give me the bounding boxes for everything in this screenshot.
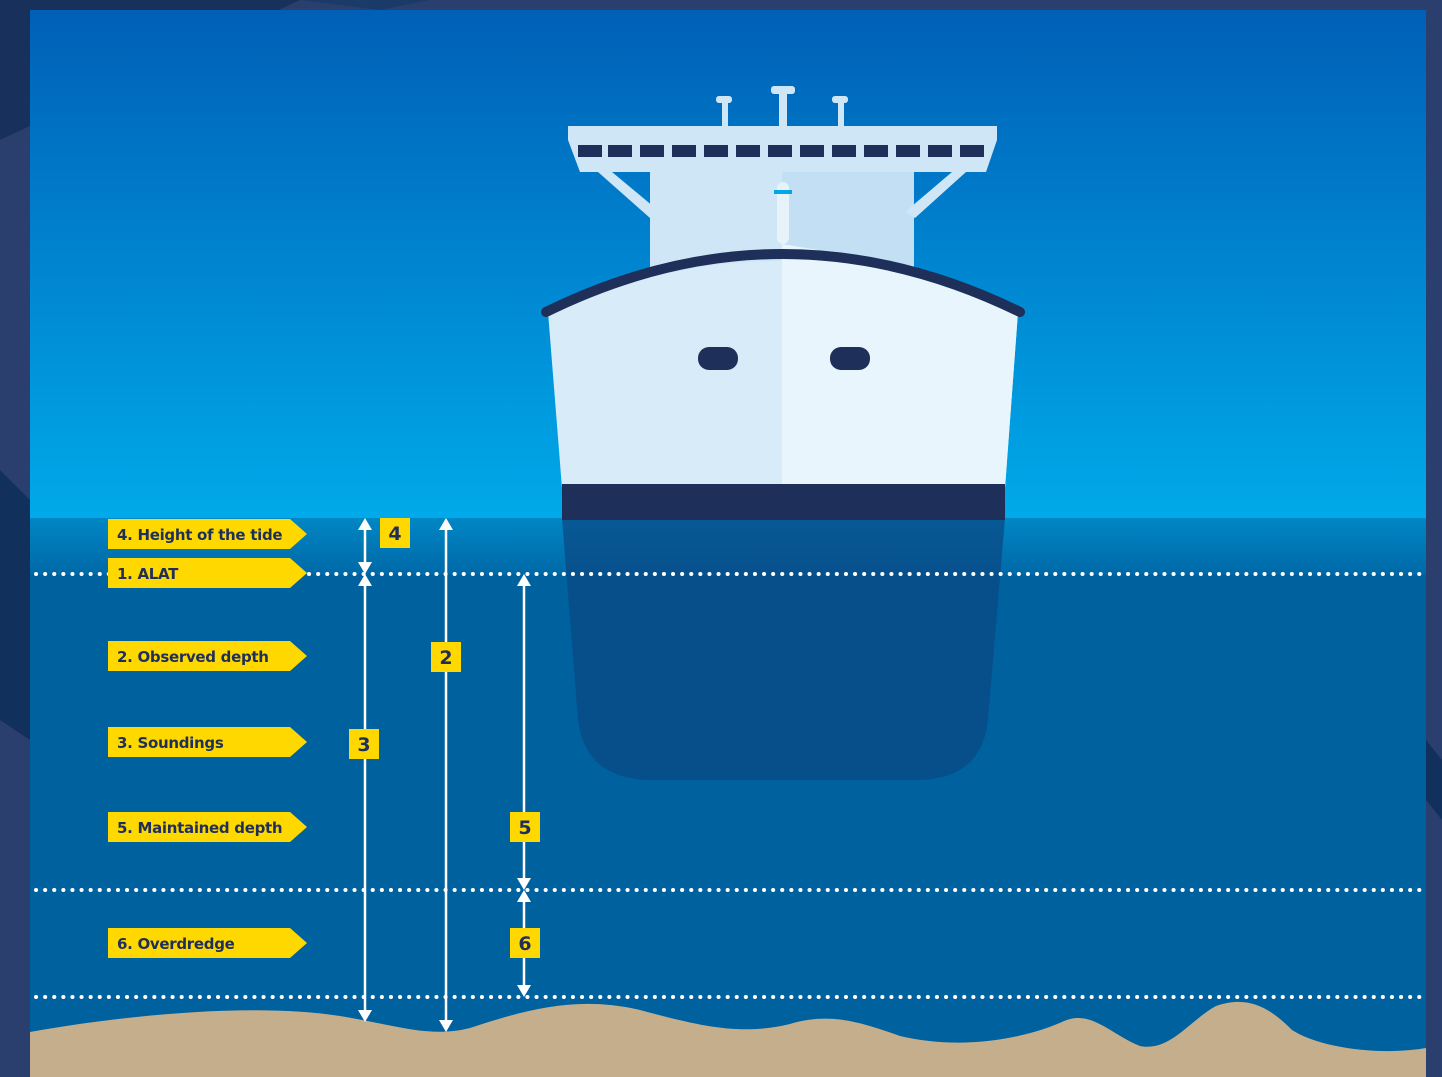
submerged-hull xyxy=(562,518,1005,780)
label-soundings: 3. Soundings xyxy=(108,727,307,757)
label-overdredge: 6. Overdredge xyxy=(108,928,307,958)
label-height-of-tide: 4. Height of the tide xyxy=(108,519,307,549)
label-alat-text: 1. ALAT xyxy=(117,565,179,583)
badge-4-text: 4 xyxy=(388,523,401,545)
badge-4: 4 xyxy=(380,518,410,548)
label-alat: 1. ALAT xyxy=(108,558,307,588)
badge-3: 3 xyxy=(349,729,379,759)
badge-2: 2 xyxy=(431,642,461,672)
badge-5-text: 5 xyxy=(518,817,531,839)
label-height-of-tide-text: 4. Height of the tide xyxy=(117,526,282,544)
badge-6-text: 6 xyxy=(518,933,531,955)
label-observed-depth-text: 2. Observed depth xyxy=(117,648,269,666)
badge-2-text: 2 xyxy=(439,647,452,669)
badge-3-text: 3 xyxy=(357,734,370,756)
badge-6: 6 xyxy=(510,928,540,958)
label-soundings-text: 3. Soundings xyxy=(117,734,224,752)
ship xyxy=(546,86,1020,520)
badge-5: 5 xyxy=(510,812,540,842)
label-observed-depth: 2. Observed depth xyxy=(108,641,307,671)
label-overdredge-text: 6. Overdredge xyxy=(117,935,235,953)
label-maintained-depth: 5. Maintained depth xyxy=(108,812,307,842)
label-maintained-depth-text: 5. Maintained depth xyxy=(117,819,282,837)
